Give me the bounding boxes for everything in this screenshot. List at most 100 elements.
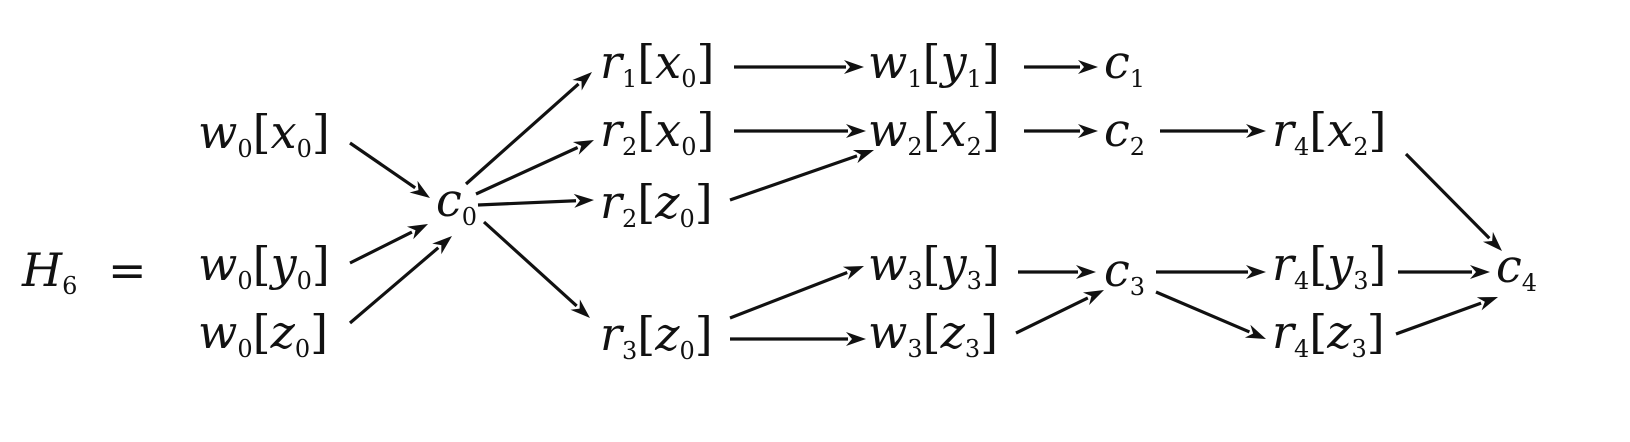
edge-r2x0-to-w2x2 (734, 124, 866, 138)
node-item-index: 3 (1353, 267, 1368, 295)
open-bracket: [ (637, 35, 655, 89)
edge-r4z3-to-c4 (1395, 297, 1498, 336)
node-op-index: 3 (1130, 273, 1145, 301)
node-item-index: 0 (681, 65, 696, 93)
open-bracket: [ (1309, 237, 1327, 291)
node-op-letter: w (198, 105, 237, 159)
node-op-letter: c (1104, 243, 1130, 297)
edge-c3-to-r4z3 (1155, 290, 1266, 339)
node-op-letter: c (1104, 103, 1130, 157)
equals-sign: = (108, 243, 147, 297)
node-op-index: 4 (1294, 133, 1309, 161)
open-bracket: [ (923, 35, 941, 89)
edge-r1x0-to-w1y1 (734, 60, 864, 74)
node-r1x0: r1[x0] (600, 35, 714, 93)
edge-w3z3-to-c3 (1015, 290, 1104, 335)
edge-c0-to-r2x0 (475, 140, 594, 196)
edge-w3y3-to-c3-arrowhead (1076, 265, 1096, 279)
edge-r4z3-to-c4-arrowhead (1476, 297, 1498, 311)
open-bracket: [ (923, 305, 941, 359)
edge-w2x2-to-c2-arrowhead (1078, 124, 1098, 138)
node-item-index: 0 (295, 335, 310, 363)
node-w3z3: w3[z3] (868, 305, 998, 363)
node-op-letter: w (868, 237, 907, 291)
node-r4y3: r4[y3] (1272, 237, 1386, 295)
node-item-letter: x (655, 103, 681, 157)
open-bracket: [ (253, 237, 271, 291)
node-r4z3: r4[z3] (1272, 305, 1385, 363)
nodes-layer: w0[x0]w0[y0]w0[z0]c0r1[x0]r2[x0]r2[z0]r3… (198, 35, 1537, 365)
edge-w2x2-to-c2 (1024, 124, 1098, 138)
edge-c0-to-r2x0-arrowhead (572, 140, 594, 155)
edge-c0-to-r1x0 (464, 72, 592, 186)
node-item-letter: y (939, 237, 968, 291)
node-op-letter: c (1496, 239, 1522, 293)
node-item-index: 2 (1353, 133, 1368, 161)
edge-w0z0-to-c0-line (348, 246, 440, 325)
node-op-index: 2 (622, 205, 637, 233)
node-r2z0: r2[z0] (600, 175, 713, 233)
edge-c0-to-r1x0-arrowhead (572, 72, 592, 91)
open-bracket: [ (253, 305, 271, 359)
close-bracket: ] (312, 237, 330, 291)
node-c0: c0 (436, 173, 477, 231)
node-item-letter: x (1327, 103, 1353, 157)
node-op-index: 0 (462, 203, 477, 231)
edge-c0-to-r3z0-arrowhead (570, 299, 590, 318)
close-bracket: ] (982, 35, 1000, 89)
edge-r4x2-to-c4-arrowhead (1482, 231, 1502, 251)
edge-c3-to-r4y3 (1156, 265, 1266, 279)
edge-w3z3-to-c3-arrowhead (1082, 290, 1104, 306)
edges-layer (348, 60, 1502, 346)
edge-w1y1-to-c1-arrowhead (1078, 60, 1098, 74)
node-item-index: 0 (679, 337, 694, 365)
edge-c0-to-r2x0-line (475, 146, 579, 196)
node-item-letter: y (1325, 237, 1354, 291)
node-op-index: 3 (907, 267, 922, 295)
history-name: H6 (21, 243, 77, 300)
node-op-index: 4 (1294, 267, 1309, 295)
edge-c3-to-r4z3-arrowhead (1244, 324, 1266, 339)
node-w0x0: w0[x0] (198, 105, 330, 163)
node-item-letter: y (269, 237, 298, 291)
node-item-index: 0 (297, 267, 312, 295)
node-op-letter: r (1272, 103, 1297, 157)
edge-w3z3-to-c3-line (1015, 296, 1089, 335)
node-op-letter: r (600, 307, 625, 361)
node-w3y3: w3[y3] (868, 237, 1000, 295)
node-op-letter: w (868, 103, 907, 157)
node-op-index: 2 (1130, 133, 1145, 161)
node-item-index: 0 (681, 133, 696, 161)
open-bracket: [ (253, 105, 271, 159)
node-item-index: 3 (1351, 335, 1366, 363)
edge-w0y0-to-c0-arrowhead (406, 224, 428, 240)
node-op-index: 1 (907, 65, 922, 93)
close-bracket: ] (696, 103, 714, 157)
node-op-letter: w (198, 237, 237, 291)
close-bracket: ] (982, 237, 1000, 291)
node-r4x2: r4[x2] (1272, 103, 1386, 161)
node-op-index: 2 (622, 133, 637, 161)
edge-r3z0-to-w3z3-arrowhead (846, 332, 866, 346)
node-op-letter: r (1272, 305, 1297, 359)
edge-w0z0-to-c0 (348, 236, 452, 325)
edge-r4x2-to-c4-line (1404, 152, 1491, 240)
node-op-index: 0 (237, 335, 252, 363)
node-w1y1: w1[y1] (868, 35, 1000, 93)
node-c2: c2 (1104, 103, 1145, 161)
node-r3z0: r3[z0] (600, 307, 713, 365)
close-bracket: ] (1367, 305, 1385, 359)
close-bracket: ] (980, 305, 998, 359)
close-bracket: ] (696, 35, 714, 89)
node-op-index: 4 (1522, 269, 1537, 297)
node-item-letter: x (655, 35, 681, 89)
node-c1: c1 (1104, 35, 1145, 93)
node-op-index: 4 (1294, 335, 1309, 363)
edge-w0z0-to-c0-arrowhead (432, 236, 452, 255)
node-item-index: 3 (965, 335, 980, 363)
open-bracket: [ (923, 237, 941, 291)
node-op-index: 3 (622, 337, 637, 365)
open-bracket: [ (1309, 103, 1327, 157)
node-op-index: 1 (1130, 65, 1145, 93)
